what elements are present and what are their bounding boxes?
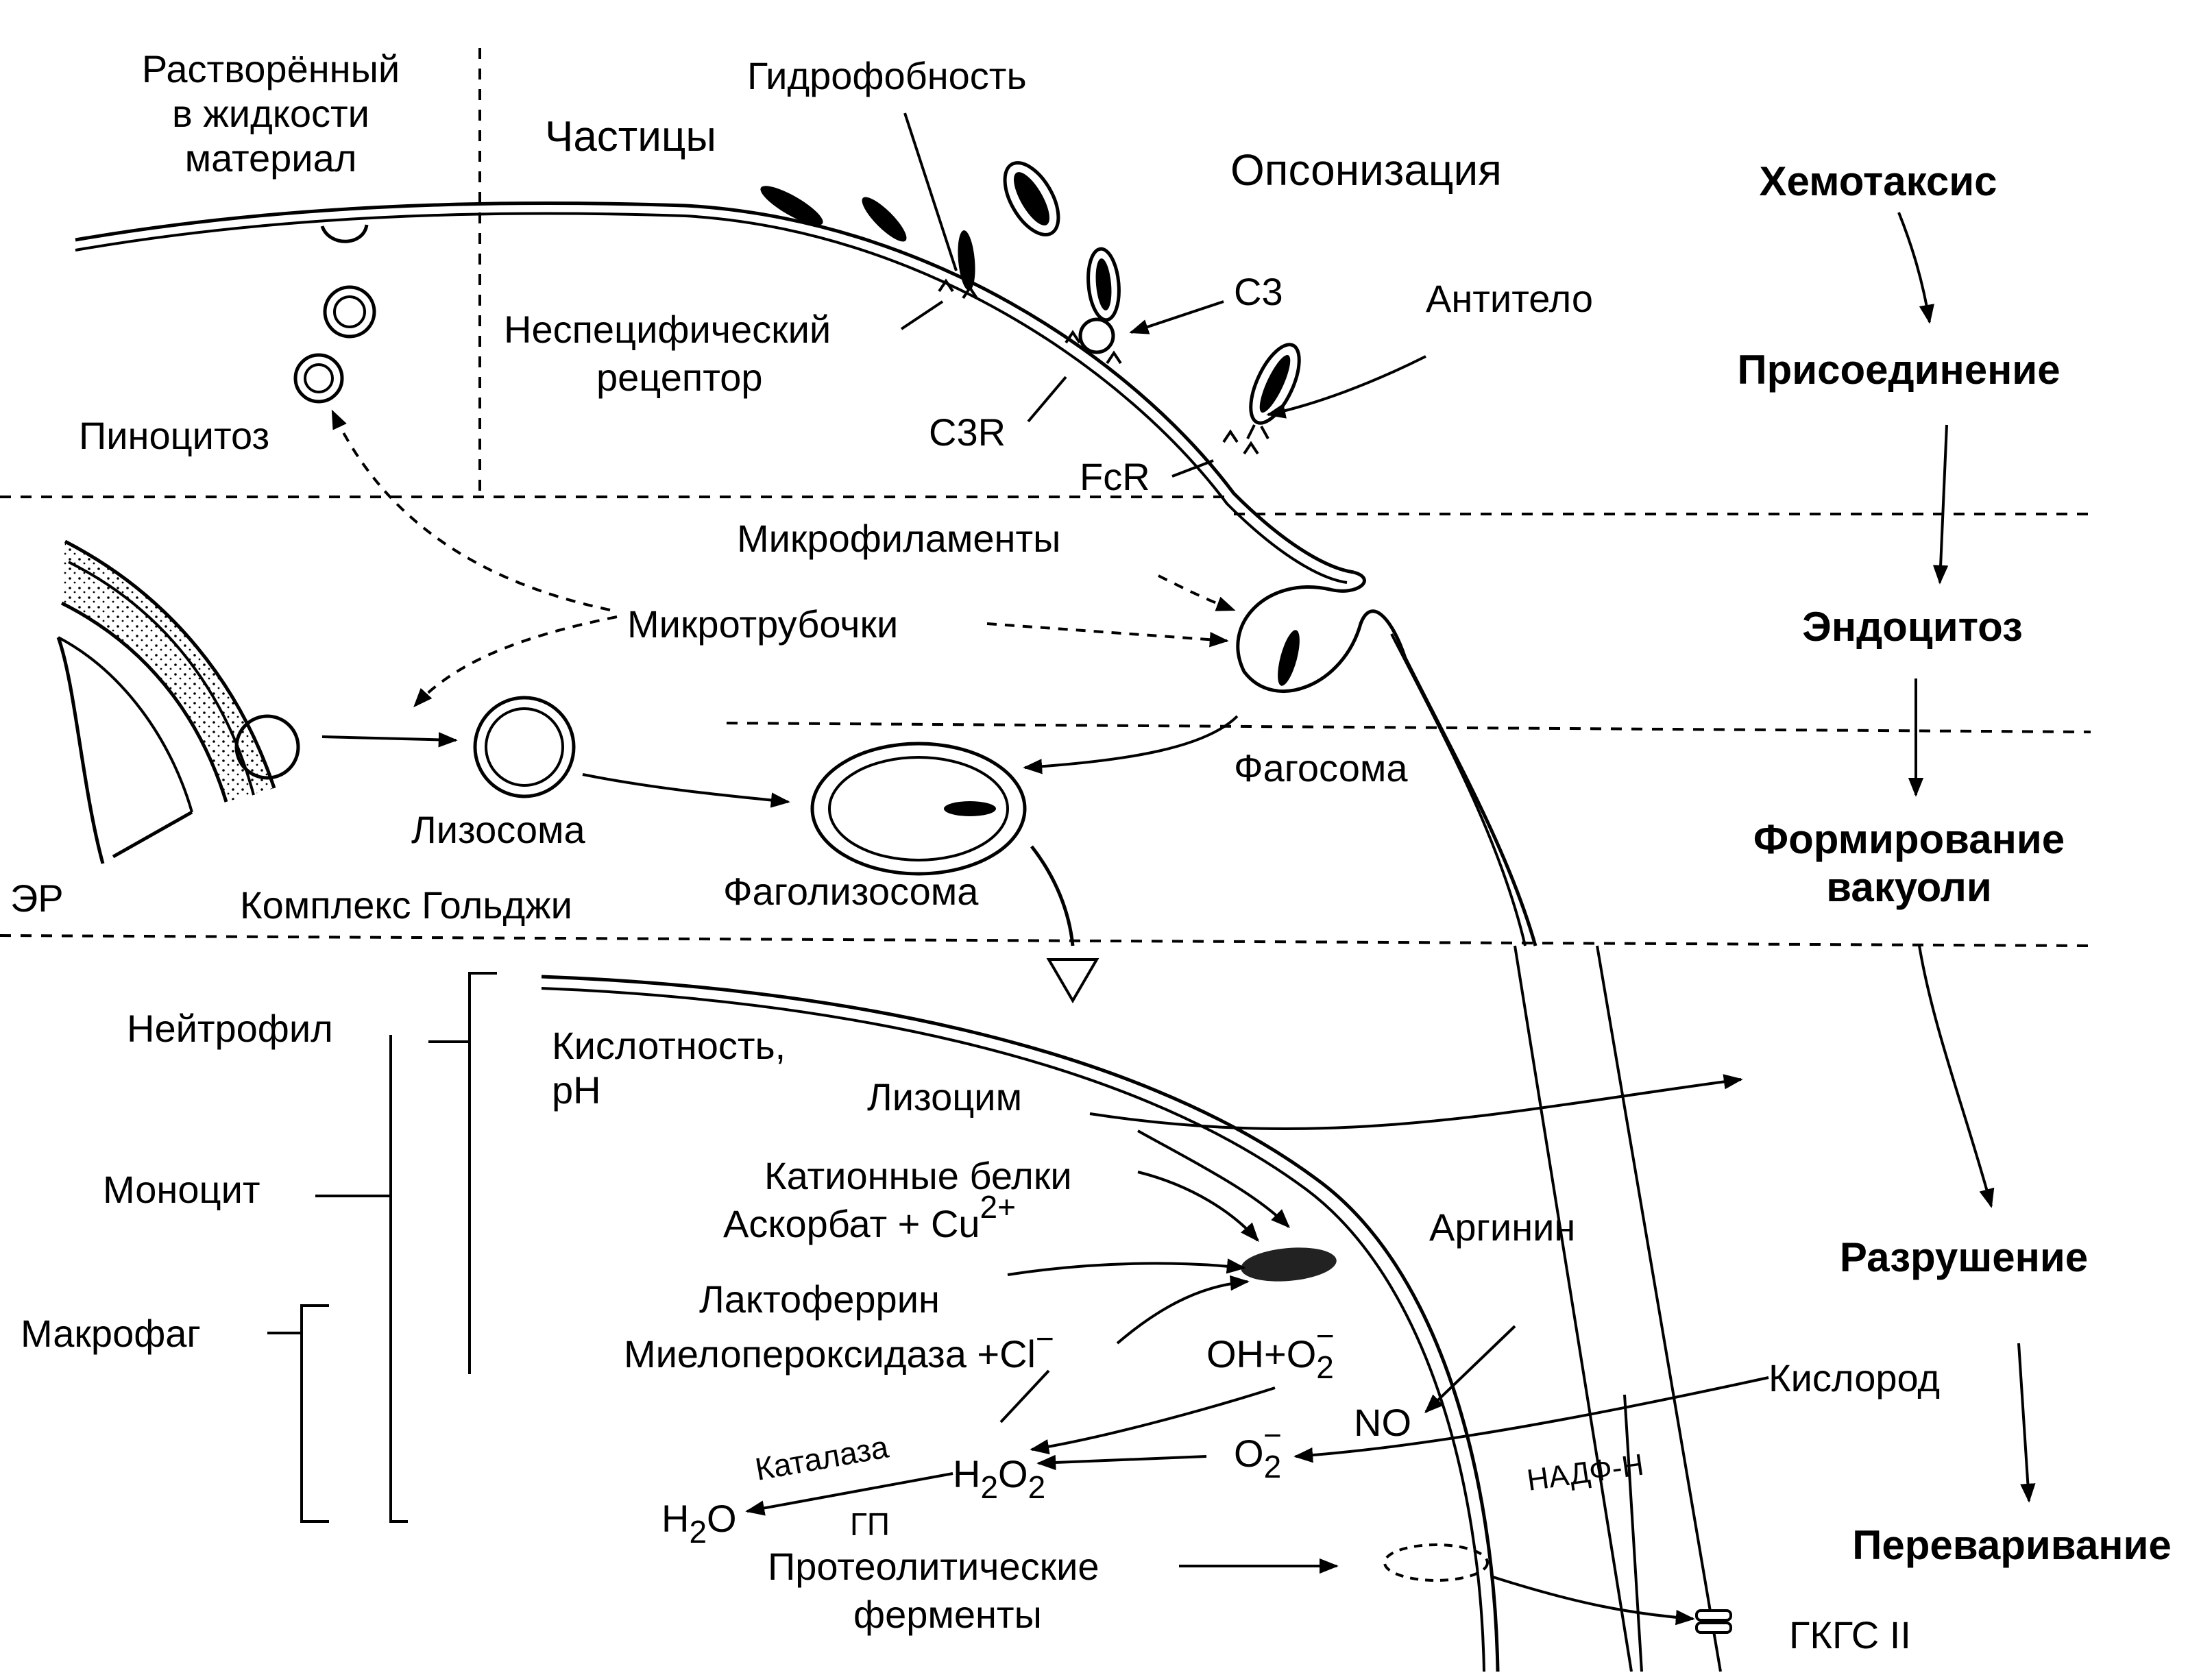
label-mhc2: ГКГС II <box>1789 1613 1911 1656</box>
label-hydrophobicity: Гидрофобность <box>747 54 1027 97</box>
label-no: NO <box>1354 1401 1411 1444</box>
label-lysozyme: Лизоцим <box>867 1075 1022 1118</box>
label-lysosome: Лизосома <box>411 808 585 851</box>
stage-vacuole-2: вакуоли <box>1826 864 1992 910</box>
label-cationic-proteins: Катионные белки <box>764 1154 1072 1197</box>
cell-membrane-lower <box>541 945 1732 1672</box>
stage-chemotaxis: Хемотаксис <box>1760 158 1997 204</box>
labels: Растворённый в жидкости материал Частицы… <box>10 47 1940 1656</box>
stage-digestion: Переваривание <box>1852 1522 2171 1568</box>
label-nonspecific-2: рецептор <box>596 356 763 399</box>
stage-attachment: Присоединение <box>1737 347 2060 393</box>
label-golgi: Комплекс Гольджи <box>240 883 572 927</box>
label-acidity-2: pH <box>552 1068 601 1112</box>
vesicles <box>473 696 1027 876</box>
label-gp: ГП <box>850 1506 890 1542</box>
arrows-upper <box>321 112 1426 1003</box>
endoplasmic-reticulum <box>56 539 300 864</box>
label-proteolytic-1: Протеолитические <box>768 1545 1099 1588</box>
label-phagolysosome: Фаголизосома <box>723 870 979 913</box>
stage-vacuole-1: Формирование <box>1753 816 2065 862</box>
label-macrophage: Макрофаг <box>21 1312 201 1355</box>
label-neutrophil: Нейтрофил <box>127 1007 333 1050</box>
label-nonspecific-1: Неспецифический <box>504 308 831 351</box>
label-c3: C3 <box>1234 270 1283 313</box>
label-dissolved-3: материал <box>185 136 357 180</box>
label-ascorbate: Аскорбат + Cu2+ <box>723 1189 1016 1245</box>
label-myeloperoxidase: Миелопероксидаза +Cl− <box>624 1321 1054 1376</box>
label-microfilaments: Микрофиламенты <box>737 517 1060 560</box>
label-oxygen: Кислород <box>1769 1356 1940 1399</box>
label-opsonization: Опсонизация <box>1230 145 1502 195</box>
label-microtubules: Микротрубочки <box>627 602 898 646</box>
stage-arrows <box>1897 212 2036 1503</box>
label-h2o: H2O <box>661 1497 737 1550</box>
label-lactoferrin: Лактоферрин <box>699 1277 940 1321</box>
label-h2o2: H2O2 <box>953 1452 1045 1505</box>
label-particles: Частицы <box>545 113 716 160</box>
label-oh-o2: OH+O2− <box>1206 1318 1335 1385</box>
stage-destruction: Разрушение <box>1840 1234 2088 1280</box>
stages: Хемотаксис Присоединение Эндоцитоз Форми… <box>1737 158 2171 1568</box>
label-phagosome: Фагосома <box>1234 746 1408 790</box>
label-monocyte: Моноцит <box>103 1168 260 1211</box>
arrows-lower <box>745 1074 1769 1626</box>
label-pinocytosis: Пиноцитоз <box>79 414 269 457</box>
section-separators <box>0 48 2091 947</box>
stage-endocytosis: Эндоцитоз <box>1802 604 2023 650</box>
label-acidity-1: Кислотность, <box>552 1024 786 1067</box>
label-fcr: FcR <box>1080 455 1150 498</box>
pinocytosis-vesicles <box>293 285 376 404</box>
cell-type-brackets <box>267 972 497 1523</box>
label-dissolved-1: Растворённый <box>142 47 400 90</box>
particles <box>760 161 1301 686</box>
label-dissolved-2: в жидкости <box>172 92 369 135</box>
label-nadph: НАДФ-Н <box>1525 1448 1646 1497</box>
label-o2-minus: O2− <box>1234 1417 1282 1484</box>
label-er: ЭР <box>10 877 64 920</box>
cell-membrane-upper <box>75 201 1538 946</box>
label-c3r: C3R <box>929 411 1006 454</box>
label-catalase: Каталаза <box>753 1429 892 1487</box>
digested-particle <box>1241 1247 1337 1282</box>
label-proteolytic-2: ферменты <box>853 1593 1042 1636</box>
label-antibody: Антитело <box>1426 277 1593 320</box>
label-arginine: Аргинин <box>1429 1206 1575 1249</box>
